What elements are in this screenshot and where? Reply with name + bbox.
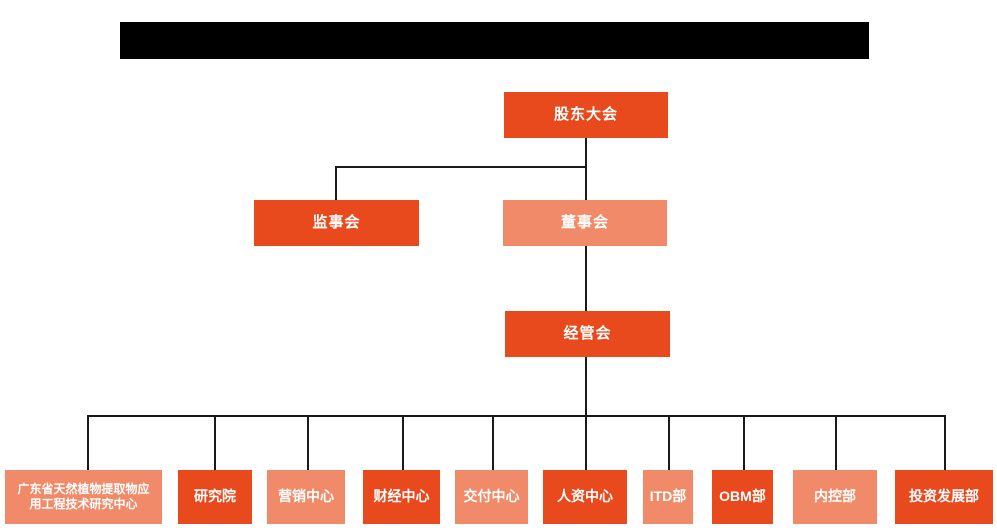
node-board-of-directors: 董事会	[503, 200, 667, 246]
node-dept-delivery-center: 交付中心	[455, 470, 528, 524]
node-dept-finance-center: 财经中心	[363, 470, 440, 524]
connector-line	[944, 415, 946, 470]
node-dept-investment-development: 投资发展部	[895, 470, 993, 524]
node-label: OBM部	[719, 488, 766, 505]
connector-line	[585, 357, 587, 417]
node-label: 财经中心	[373, 488, 430, 505]
node-label: 交付中心	[463, 488, 520, 505]
node-dept-research-institute: 研究院	[178, 470, 252, 524]
node-dept-itd: ITD部	[643, 470, 693, 524]
connector-line	[335, 166, 337, 200]
node-label: 投资发展部	[909, 488, 979, 505]
node-label: 内控部	[814, 488, 856, 505]
connector-line	[585, 415, 587, 470]
node-dept-marketing-center: 营销中心	[267, 470, 345, 524]
connector-line	[585, 138, 587, 168]
node-label: 经管会	[563, 324, 612, 342]
connector-line	[402, 415, 404, 470]
connector-line	[87, 415, 89, 470]
node-label: 监事会	[312, 213, 361, 231]
node-shareholders-meeting: 股东大会	[504, 92, 668, 138]
redacted-title-bar	[120, 22, 869, 59]
connector-line	[835, 415, 837, 470]
node-dept-hr-center: 人资中心	[543, 470, 627, 524]
node-supervisory-board: 监事会	[254, 200, 419, 246]
node-label: 董事会	[560, 213, 609, 231]
connector-line	[585, 166, 587, 200]
node-label: ITD部	[649, 488, 687, 505]
node-label: 研究院	[194, 488, 236, 505]
connector-line	[743, 415, 745, 470]
connector-line	[87, 415, 946, 417]
node-label: 广东省天然植物提取物应用工程技术研究中心	[17, 482, 150, 511]
connector-line	[492, 415, 494, 470]
connector-line	[585, 246, 587, 311]
node-dept-internal-control: 内控部	[793, 470, 877, 524]
node-label: 人资中心	[557, 488, 613, 505]
connector-line	[668, 415, 670, 470]
node-dept-research-center: 广东省天然植物提取物应用工程技术研究中心	[5, 470, 162, 524]
connector-line	[307, 415, 309, 470]
node-dept-obm: OBM部	[712, 470, 773, 524]
node-label: 股东大会	[553, 105, 618, 123]
connector-line	[335, 166, 587, 168]
node-management-committee: 经管会	[505, 311, 670, 357]
connector-line	[214, 415, 216, 470]
node-label: 营销中心	[278, 488, 334, 505]
